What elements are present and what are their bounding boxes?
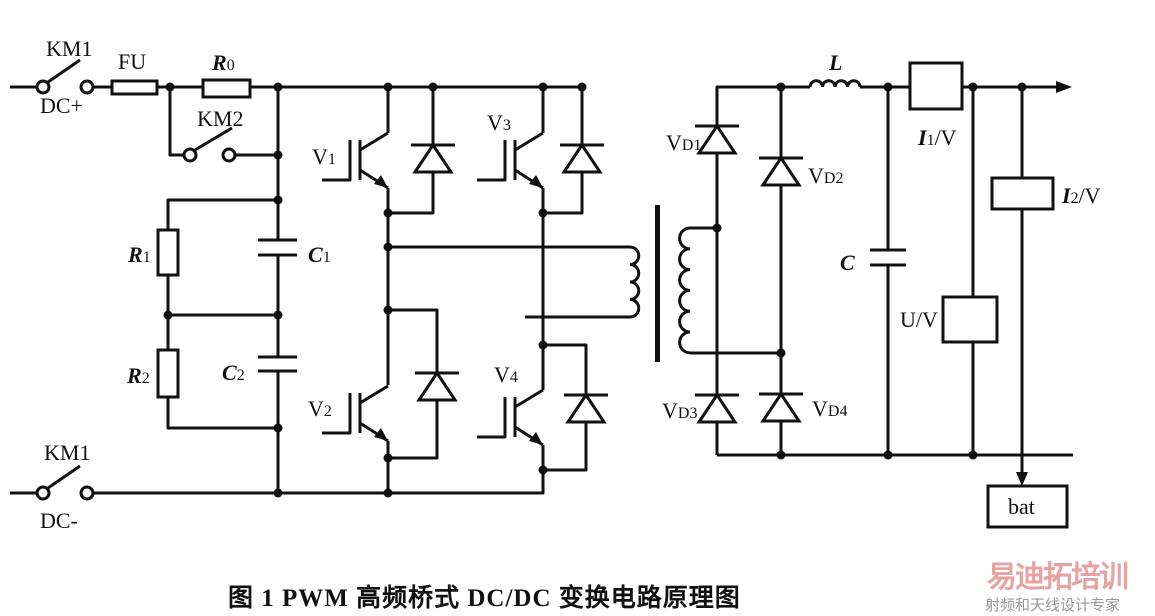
igbt-v1-collector [359, 131, 389, 152]
junction-dot [273, 195, 283, 205]
component-labels: KM1 DC+ FU R0 KM2 R1 R2 C1 C2 KM1 DC- V1… [40, 36, 1101, 533]
junction-dot [538, 465, 548, 475]
junction-dot [383, 305, 393, 315]
wire [166, 397, 278, 430]
diode-vd2-triangle [760, 155, 802, 187]
igbt-v4-collector [514, 388, 544, 409]
transformer-secondary-coil [678, 226, 691, 355]
switch-contact [79, 485, 95, 501]
km2-lever [194, 126, 233, 152]
label-v2: V2 [308, 396, 332, 421]
current-sensor-i2 [990, 176, 1055, 211]
junction-dot [883, 450, 893, 460]
km2-wire [168, 87, 184, 157]
diode-vd3-triangle [696, 392, 738, 424]
junction-dot [383, 453, 393, 463]
junction-dot [273, 423, 283, 433]
igbt-v2-collector [359, 384, 389, 405]
wire [388, 87, 435, 215]
km1-top-lever [47, 58, 81, 84]
igbt-v1-emitter-arrow [374, 175, 388, 188]
diode-v1-triangle [412, 142, 454, 174]
junction-dot [273, 488, 283, 498]
watermark-title: 易迪拓培训 [987, 560, 1129, 595]
junction-dot [273, 310, 283, 320]
switch-contact [221, 147, 237, 163]
battery-bat [986, 484, 1069, 529]
junction-dot [383, 208, 393, 218]
label-vd2: VD2 [808, 163, 843, 188]
battery-arrow [1016, 472, 1028, 486]
junction-dot [383, 242, 393, 252]
label-c1: C1 [308, 242, 331, 267]
igbt-v2-gate [322, 393, 352, 435]
label-km1-top: KM1 [46, 36, 92, 61]
junction-dot [538, 340, 548, 350]
label-dc-minus: DC- [40, 508, 78, 533]
watermark-logo: 易迪拓培训 射频和天线设计专家 [985, 552, 1155, 616]
km1-bottom-lever [47, 464, 81, 490]
current-sensor-i1 [908, 61, 964, 111]
label-uv: U/V [900, 307, 938, 332]
junction-dot [163, 310, 173, 320]
label-km1-bottom: KM1 [44, 440, 90, 465]
voltage-sensor-u [941, 295, 999, 344]
igbt-v4-gate [477, 397, 507, 439]
igbt-v3-emitter-arrow [529, 175, 543, 188]
igbt-v4-emitter-arrow [529, 432, 543, 445]
junction-dot [776, 450, 786, 460]
wire [166, 198, 278, 230]
label-i2v: I2/V [1061, 183, 1101, 208]
label-vd3: VD3 [662, 398, 697, 423]
rectifier-left-column [715, 85, 810, 455]
label-r1: R1 [127, 242, 151, 267]
junction-dot [577, 82, 587, 92]
label-c: C [840, 250, 855, 275]
switch-contact [182, 147, 198, 163]
diode-v2-triangle [416, 370, 458, 402]
figure-caption: 图 1 PWM 高频桥式 DC/DC 变换电路原理图 [228, 585, 741, 612]
switch-contact [79, 79, 95, 95]
switch-contact [35, 485, 51, 501]
label-vd4: VD4 [812, 396, 847, 421]
diode-v4-triangle [565, 392, 607, 424]
label-vd1: VD1 [666, 130, 701, 155]
transformer-core [655, 205, 660, 362]
inductor-l [808, 79, 862, 88]
igbt-v2-emitter-arrow [374, 428, 388, 441]
switch-contact [35, 79, 51, 95]
label-fu: FU [118, 49, 146, 74]
label-i1v: I1/V [917, 125, 957, 150]
label-r2: R2 [126, 363, 150, 388]
top-rail [250, 85, 584, 215]
igbt-v1-gate [322, 140, 352, 182]
wires [10, 58, 1073, 529]
label-r0: R0 [211, 50, 235, 75]
bottom-rail [93, 470, 545, 495]
junction-dot [538, 208, 548, 218]
fuse-fu [110, 79, 159, 96]
resistor-r0 [201, 78, 252, 99]
output-arrow [1056, 81, 1072, 93]
diode-v3-triangle [561, 142, 603, 174]
label-km2: KM2 [197, 106, 243, 131]
transformer-primary-coil [629, 245, 641, 319]
diode-vd4-triangle [760, 391, 802, 423]
label-bat: bat [1008, 494, 1035, 519]
label-c2: C2 [222, 360, 245, 385]
resistor-r2 [156, 348, 180, 399]
watermark-subtitle: 射频和天线设计专家 [985, 596, 1121, 614]
label-v1: V1 [312, 144, 336, 169]
igbt-v3-collector [514, 131, 544, 152]
resistor-r1 [156, 228, 180, 277]
label-v3: V3 [487, 110, 511, 135]
igbt-v3-gate [477, 140, 507, 182]
junction-dot [968, 450, 978, 460]
label-v4: V4 [494, 362, 518, 387]
diode-vd1-triangle [696, 123, 738, 155]
label-l: L [828, 50, 842, 75]
label-dc-plus: DC+ [40, 93, 83, 118]
